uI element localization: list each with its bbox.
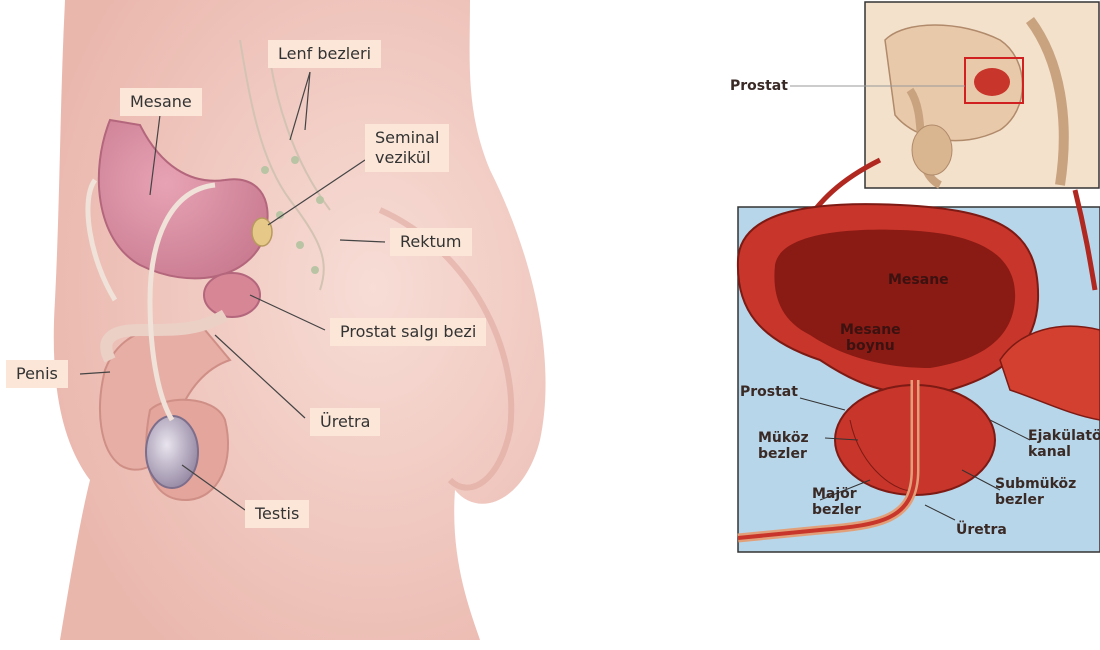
prostate-section-right: Prostat Mesane Mesane boynu Prostat Mükö… [700,0,1100,560]
label-major-glands: Majör bezler [812,486,861,518]
label-lymph-nodes: Lenf bezleri [268,40,382,68]
label-prostate-section: Prostat [740,384,798,400]
testis-shape [145,415,199,489]
label-urethra: Üretra [310,408,381,436]
anatomy-illustration-left: Lenf bezleri Mesane Seminal vezikül Rekt… [6,0,546,640]
label-ejaculatory-duct: Ejakülatör kanal [1028,428,1100,460]
penis-shape [99,325,232,471]
label-testis: Testis [245,500,310,528]
label-mucous-glands: Müköz bezler [758,430,809,462]
label-bladder: Mesane [120,88,202,116]
section-drawing [736,1,1100,553]
label-rectum: Rektum [390,228,472,256]
label-seminal-vesicle: Seminal vezikül [365,124,450,172]
inset-highlight [964,57,1024,104]
label-prostate-gland: Prostat salgı bezi [330,318,487,346]
label-bladder-neck: Mesane boynu [840,322,901,354]
prostate-shape [203,272,261,318]
label-urethra-section: Üretra [956,522,1007,538]
label-penis: Penis [6,360,68,388]
label-prostate-top: Prostat [730,78,788,94]
label-submucous-glands: Submüköz bezler [995,476,1077,508]
label-bladder-section: Mesane [888,272,949,288]
